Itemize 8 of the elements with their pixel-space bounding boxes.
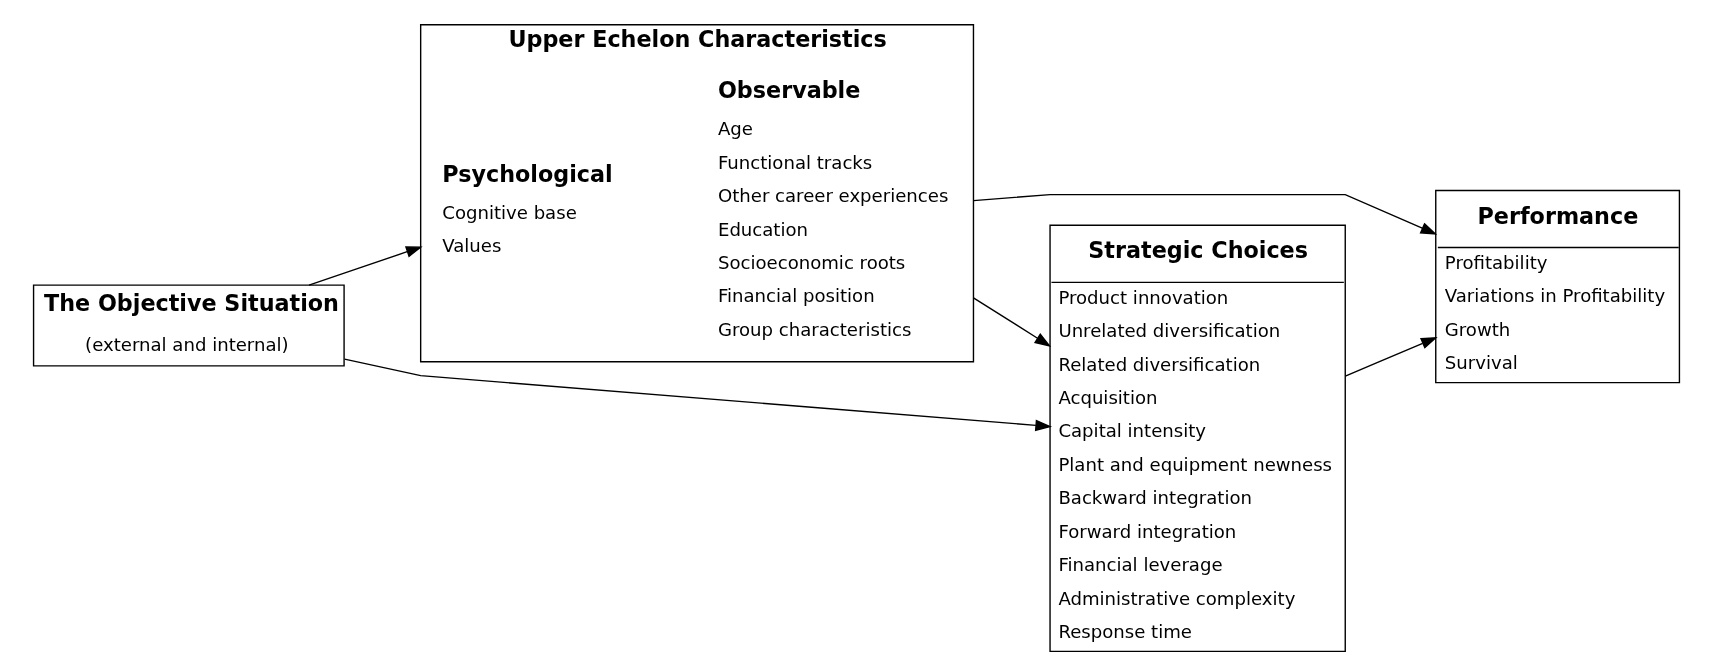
arrow <box>308 246 423 286</box>
node-box: The Objective Situation (external and internal) <box>32 284 345 367</box>
arrow <box>972 297 1052 347</box>
node-text: Observable Age Functional tracks Other career experiences Education Socioeconomic roots Financial position Group characteristics <box>717 77 949 340</box>
node-text: Psychological Cognitive base Values <box>442 160 613 257</box>
arrow <box>1344 336 1438 377</box>
arrow <box>343 358 1052 432</box>
arrow <box>972 193 1438 235</box>
